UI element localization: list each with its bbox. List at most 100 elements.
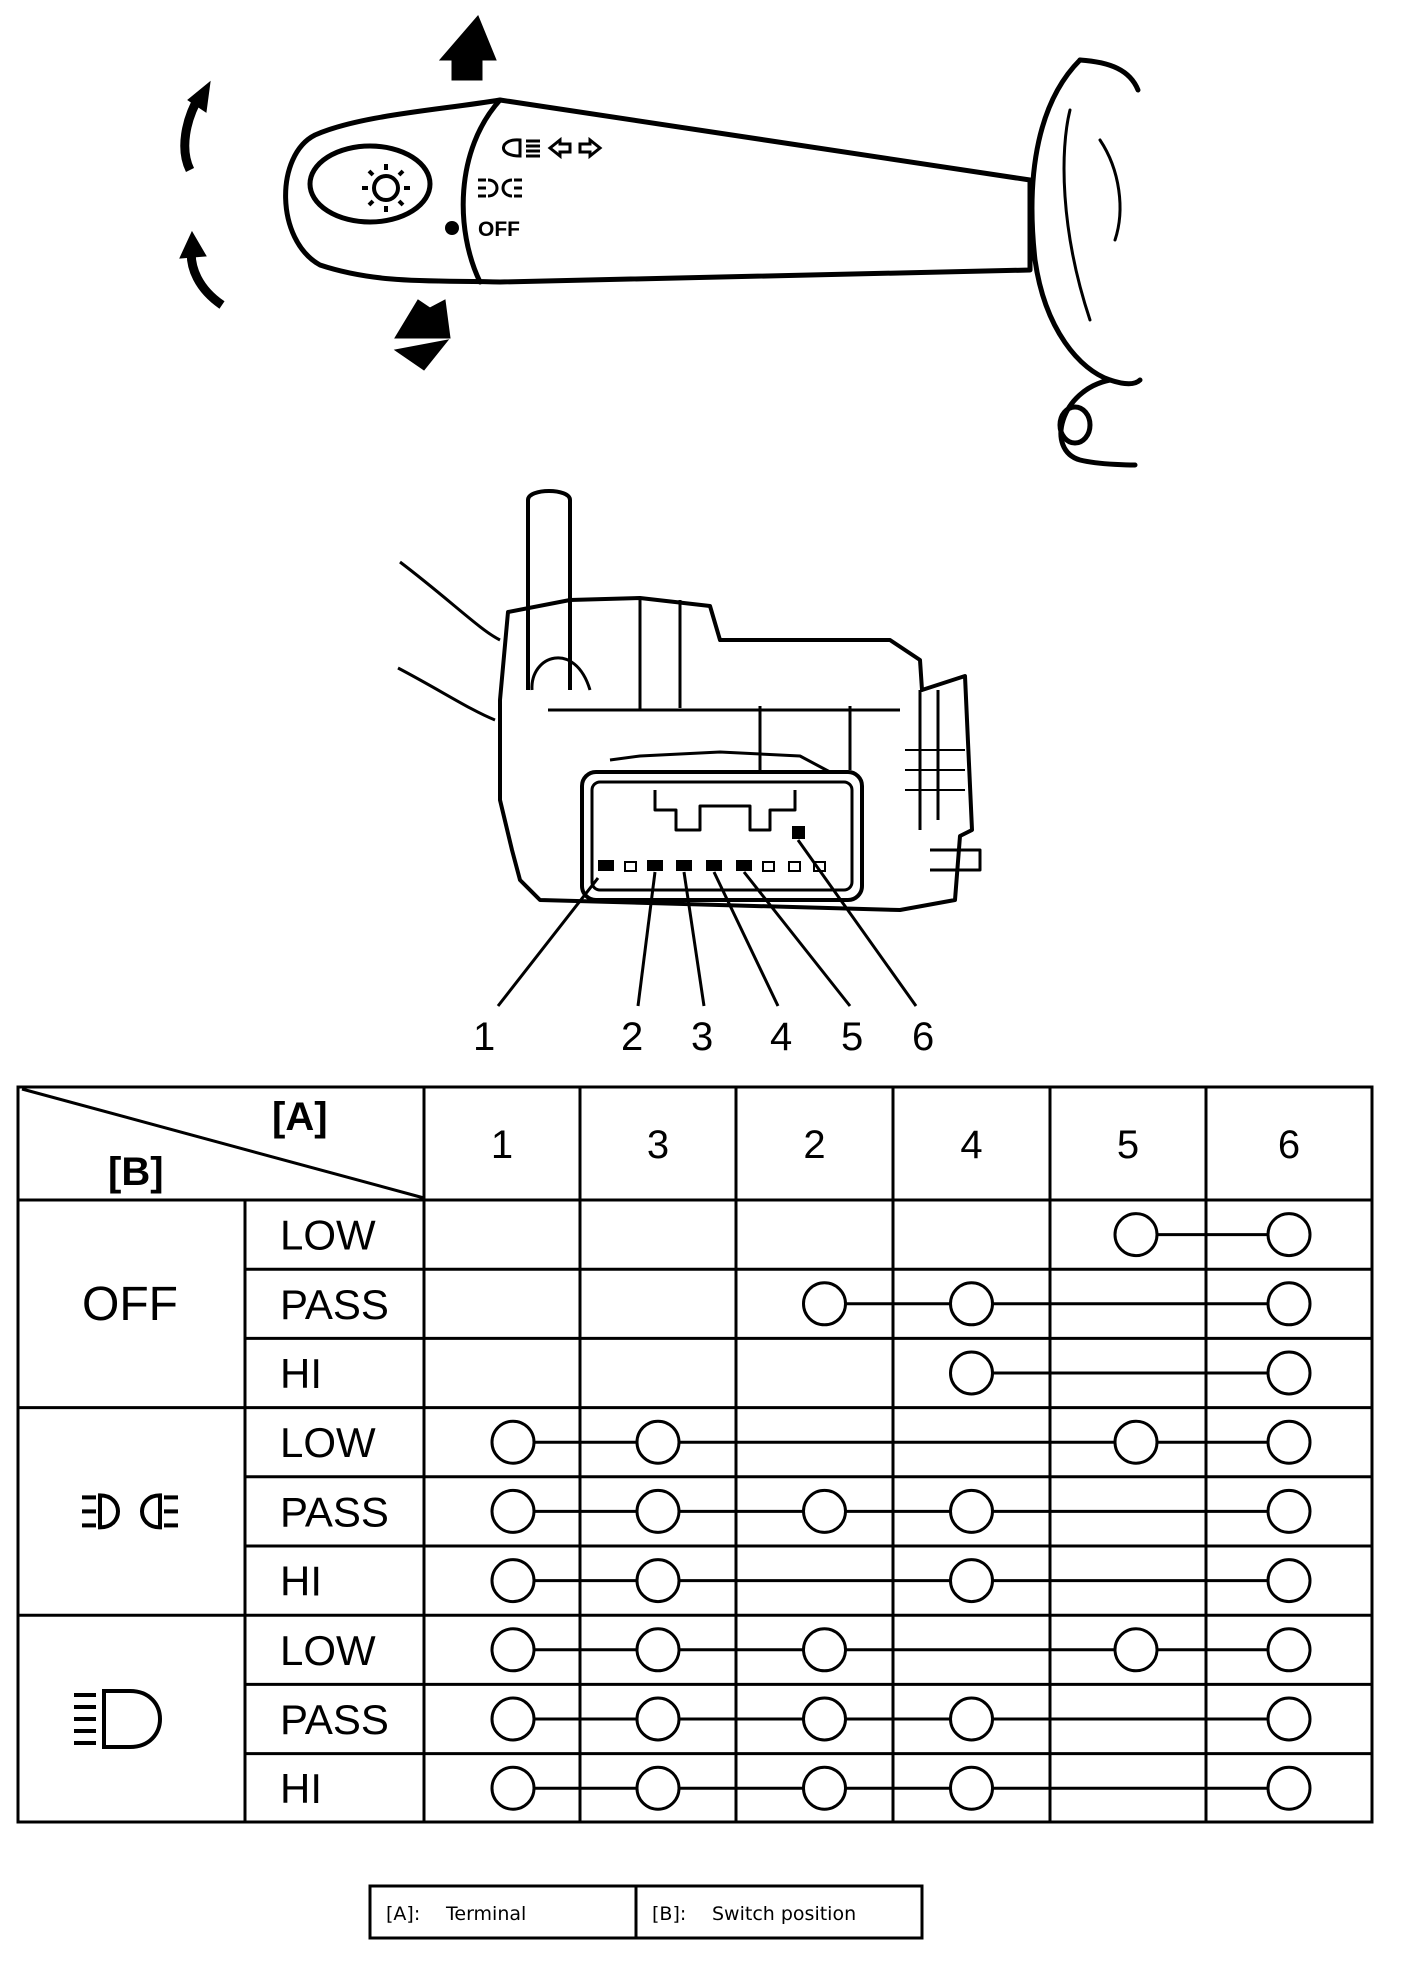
tail-light-icon	[82, 1493, 178, 1530]
beam-position-label: HI	[280, 1350, 322, 1397]
pin-2	[647, 860, 663, 871]
header-b-label: [B]	[108, 1150, 164, 1194]
beam-position-label: LOW	[280, 1212, 376, 1259]
legend-a-value: Terminal	[445, 1903, 526, 1925]
continuity-mark	[1266, 1627, 1312, 1673]
continuity-mark	[949, 1696, 994, 1742]
harness-wire-upper	[399, 560, 501, 642]
continuity-mark	[490, 1488, 536, 1534]
continuity-mark	[1266, 1558, 1312, 1604]
continuity-mark	[1266, 1212, 1312, 1258]
switch-connector-body	[397, 489, 982, 912]
continuity-mark	[1113, 1627, 1159, 1673]
lever-position-markings	[478, 136, 603, 198]
beam-position-label: PASS	[280, 1696, 389, 1743]
connector-shell	[580, 770, 864, 902]
header-a-label: [A]	[272, 1095, 328, 1139]
lever-knob-oval	[307, 143, 433, 225]
lever-tail-mark-icon	[478, 178, 522, 198]
column-header-terminal: 3	[647, 1123, 669, 1167]
lever-knob-edge	[460, 97, 503, 285]
column-header-terminal: 2	[803, 1123, 825, 1167]
connector-pins	[598, 826, 826, 872]
lever-headlight-mark-icon	[502, 138, 522, 158]
continuity-mark	[490, 1419, 536, 1465]
pin-4	[706, 860, 722, 871]
beam-position-label: PASS	[280, 1281, 389, 1328]
pin-1	[598, 860, 614, 871]
continuity-mark	[635, 1696, 681, 1742]
mounting-hole	[1057, 404, 1093, 446]
continuity-mark	[635, 1488, 681, 1534]
callout-number: 6	[912, 1015, 934, 1059]
legend-b-value: Switch position	[712, 1903, 856, 1925]
beam-position-label: LOW	[280, 1419, 376, 1466]
continuity-mark	[1266, 1419, 1312, 1465]
legend-a-key: [A]:	[386, 1903, 420, 1925]
pin-empty	[762, 861, 775, 872]
beam-position-label: HI	[280, 1765, 322, 1812]
combination-switch-lever	[283, 57, 1143, 468]
switch-position-label: OFF	[82, 1278, 178, 1331]
terminal-callout-numbers: 1 2 3 4 5 6	[473, 1015, 934, 1059]
continuity-mark	[802, 1627, 847, 1673]
continuity-mark	[1266, 1350, 1312, 1396]
continuity-mark	[635, 1558, 681, 1604]
continuity-mark	[490, 1558, 536, 1604]
terminal-callout-leaders	[496, 839, 918, 1007]
pin-6	[792, 826, 805, 839]
continuity-mark	[949, 1488, 994, 1534]
column-header-terminal: 6	[1278, 1123, 1300, 1167]
pin-5	[736, 860, 752, 871]
switch-housing	[498, 596, 974, 912]
continuity-mark	[802, 1488, 847, 1534]
mounting-bracket	[1058, 377, 1138, 468]
lever-stub	[526, 489, 572, 690]
table-body: OFF LOW PASS HI LOW PASS HI LOW PASS HI	[74, 1212, 1312, 1812]
pin-empty	[624, 861, 637, 872]
continuity-mark	[802, 1281, 847, 1327]
beam-position-label: HI	[280, 1558, 322, 1605]
continuity-mark	[802, 1765, 847, 1811]
callout-number: 1	[473, 1015, 495, 1059]
callout-number: 3	[691, 1015, 713, 1059]
table-frame	[16, 1085, 1374, 1824]
lever-off-dot	[445, 221, 459, 235]
continuity-mark	[1266, 1696, 1312, 1742]
continuity-mark	[949, 1765, 994, 1811]
continuity-mark	[635, 1627, 681, 1673]
lever-turn-arrows-icon	[547, 136, 603, 160]
arrow-up-icon	[438, 15, 497, 81]
continuity-mark	[490, 1765, 536, 1811]
column-header-terminal: 5	[1117, 1123, 1139, 1167]
lever-off-label: OFF	[478, 218, 520, 241]
header-diagonal	[21, 1087, 425, 1200]
light-switch-sun-icon	[362, 164, 410, 212]
continuity-mark	[1266, 1281, 1312, 1327]
beam-position-label: LOW	[280, 1627, 376, 1674]
legend-b-key: [B]:	[652, 1903, 686, 1925]
continuity-mark	[949, 1350, 994, 1396]
harness-wire-lower	[397, 666, 496, 722]
continuity-mark	[949, 1281, 994, 1327]
continuity-mark	[949, 1558, 994, 1604]
arrow-down-icon	[394, 299, 451, 339]
callout-number: 5	[841, 1015, 863, 1059]
beam-position-label: PASS	[280, 1488, 389, 1535]
legend-box: [A]: Terminal [B]: Switch position	[368, 1884, 924, 1940]
continuity-mark	[1113, 1419, 1159, 1465]
callout-number: 2	[621, 1015, 643, 1059]
pin-empty	[788, 861, 801, 872]
headlight-icon	[74, 1689, 162, 1749]
continuity-mark	[1113, 1212, 1159, 1258]
continuity-mark	[635, 1765, 681, 1811]
movement-arrows	[179, 15, 497, 371]
table-grid	[16, 1085, 1374, 1824]
connector-latch	[653, 790, 797, 832]
continuity-mark	[1266, 1488, 1312, 1534]
steering-column-shroud	[1029, 57, 1143, 387]
continuity-mark	[1266, 1765, 1312, 1811]
